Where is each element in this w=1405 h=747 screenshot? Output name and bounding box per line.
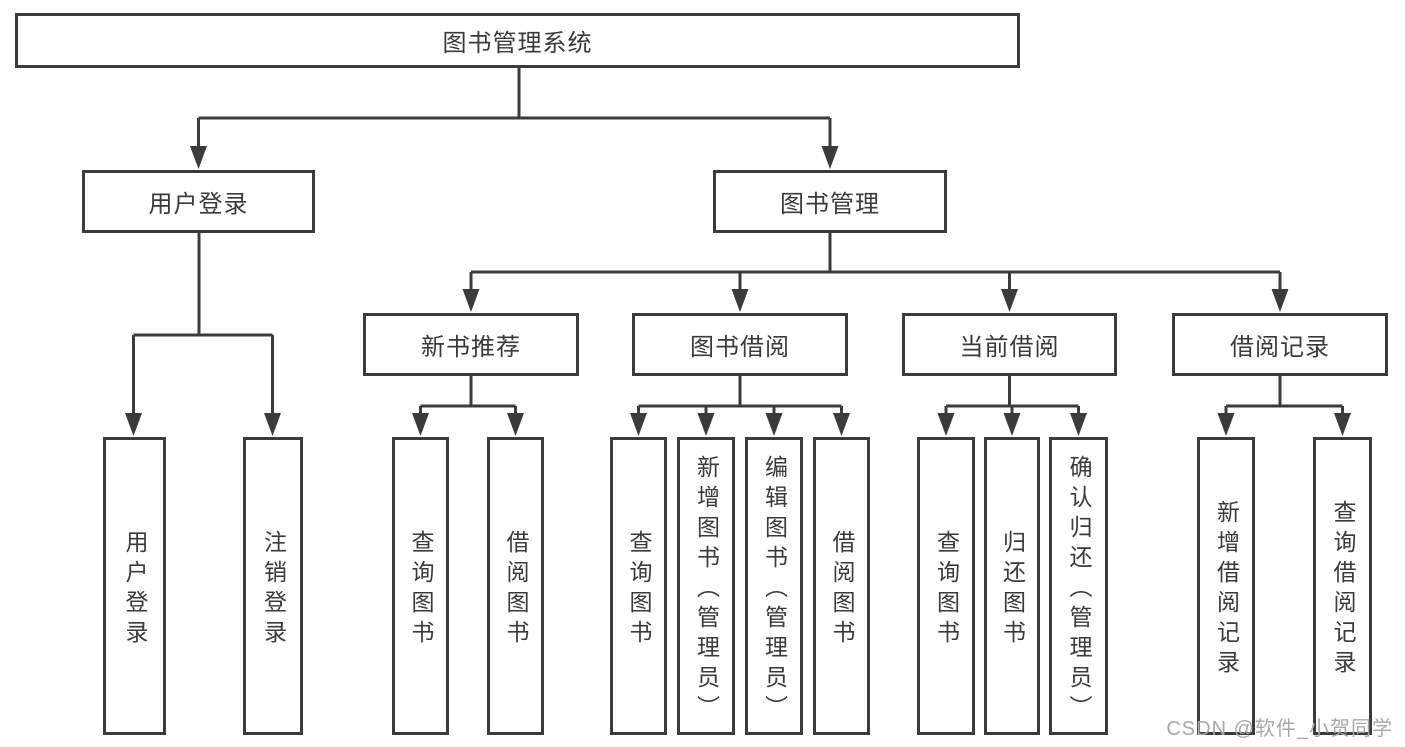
node-label: 确认归还（管理员） (1066, 454, 1092, 725)
leaf-user-login: 用户登录 (103, 437, 166, 735)
node-book-borrow: 图书借阅 (632, 313, 848, 376)
arrowhead-icon (507, 413, 524, 436)
arrowhead-icon (1271, 289, 1289, 312)
arrowhead-icon (1217, 413, 1235, 436)
node-user-login: 用户登录 (82, 170, 315, 233)
arrowhead-icon (412, 413, 429, 436)
arrowhead-icon (1001, 289, 1018, 312)
arrowhead-icon (937, 413, 955, 436)
leaf-return-book: 归还图书 (984, 437, 1040, 735)
arrowhead-icon (697, 413, 715, 436)
node-label: 用户登录 (122, 529, 148, 650)
node-root: 图书管理系统 (15, 13, 1020, 68)
node-label: 借阅图书 (829, 529, 855, 650)
node-label: 借阅记录 (1230, 334, 1330, 361)
node-label: 归还图书 (999, 529, 1026, 650)
arrowhead-icon (1003, 413, 1021, 436)
arrowhead-icon (833, 413, 850, 436)
leaf-logout: 注销登录 (243, 437, 303, 735)
node-label: 查询图书 (626, 529, 652, 650)
node-label: 当前借阅 (959, 334, 1060, 361)
arrowhead-icon (1070, 413, 1087, 436)
leaf-query-book-1: 查询图书 (392, 437, 449, 735)
node-label: 新书推荐 (421, 334, 521, 361)
arrowhead-icon (821, 146, 839, 169)
leaf-add-borrow-record: 新增借阅记录 (1197, 437, 1255, 735)
arrowhead-icon (630, 413, 647, 436)
node-label: 用户登录 (148, 191, 249, 218)
leaf-confirm-return-admin: 确认归还（管理员） (1049, 437, 1108, 735)
node-label: 新增图书（管理员） (693, 454, 720, 725)
leaf-query-book-2: 查询图书 (610, 437, 667, 735)
arrowhead-icon (125, 413, 142, 436)
node-new-book-recommend: 新书推荐 (363, 313, 579, 376)
node-label: 查询借阅记录 (1330, 499, 1356, 680)
leaf-query-book-3: 查询图书 (917, 437, 975, 735)
arrowhead-icon (765, 413, 783, 436)
leaf-borrow-book-2: 借阅图书 (813, 437, 870, 735)
arrowhead-icon (190, 146, 207, 169)
leaf-add-book-admin: 新增图书（管理员） (677, 437, 735, 735)
node-current-borrow: 当前借阅 (902, 313, 1117, 376)
leaf-edit-book-admin: 编辑图书（管理员） (745, 437, 803, 735)
node-label: 图书借阅 (690, 334, 790, 361)
node-borrow-record: 借阅记录 (1172, 313, 1388, 376)
arrowhead-icon (731, 289, 749, 312)
node-label: 查询图书 (408, 529, 434, 650)
leaf-query-borrow-record: 查询借阅记录 (1313, 437, 1372, 735)
arrowhead-icon (264, 413, 281, 436)
csdn-watermark: CSDN @软件_小贺同学 (1166, 718, 1393, 740)
node-label: 注销登录 (260, 529, 287, 650)
leaf-borrow-book-1: 借阅图书 (487, 437, 544, 735)
node-label: 编辑图书（管理员） (761, 454, 788, 725)
node-label: 查询图书 (933, 529, 960, 650)
arrowhead-icon (462, 289, 480, 312)
node-label: 新增借阅记录 (1213, 499, 1240, 680)
node-label: 借阅图书 (503, 529, 529, 650)
node-book-management: 图书管理 (713, 170, 947, 233)
node-label: 图书管理系统 (442, 30, 593, 57)
arrowhead-icon (1334, 413, 1351, 436)
node-label: 图书管理 (780, 191, 880, 218)
